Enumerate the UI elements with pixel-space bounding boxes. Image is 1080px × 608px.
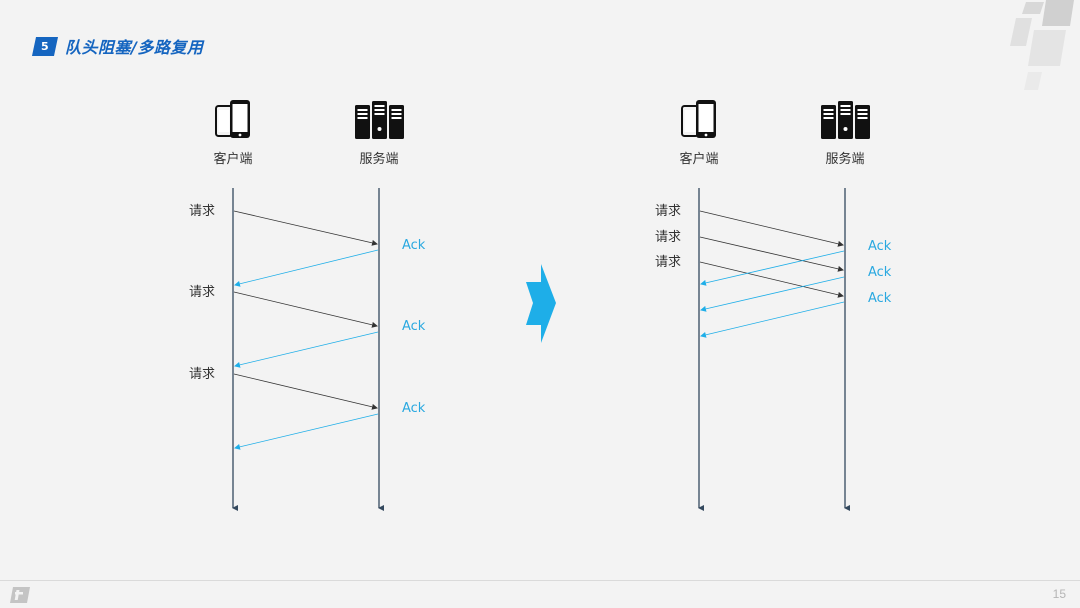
right-server-label: 服务端 <box>825 151 864 167</box>
left-request-label-1: 请求 <box>189 204 215 219</box>
right-ack-label-3: Ack <box>868 291 892 306</box>
right-ack-label-2: Ack <box>868 265 892 280</box>
right-ack-arrow-2 <box>700 276 845 312</box>
left-request-label-2: 请求 <box>189 285 215 300</box>
right-ack-arrow-3 <box>700 301 845 338</box>
client-phone-icon <box>215 99 251 139</box>
right-request-label-2: 请求 <box>655 230 681 245</box>
right-ack-label-1: Ack <box>868 239 892 254</box>
right-arrow-icon <box>526 264 556 343</box>
brand-logo-icon <box>10 587 30 603</box>
left-ack-label-1: Ack <box>402 238 426 253</box>
right-request-arrow-3 <box>699 261 844 298</box>
right-ack-arrow-1 <box>700 250 845 286</box>
left-ack-label-3: Ack <box>402 401 426 416</box>
right-request-label-1: 请求 <box>655 204 681 219</box>
left-request-arrow-1 <box>233 210 378 246</box>
left-request-arrow-2 <box>233 291 378 328</box>
left-diagram: 客户端 服务端 请求 Ack 请求 Ack 请求 Ack <box>189 99 426 511</box>
left-ack-arrow-1 <box>234 249 379 287</box>
client-phone-icon <box>681 99 717 139</box>
left-ack-label-2: Ack <box>402 319 426 334</box>
left-request-arrow-3 <box>233 373 378 410</box>
decorative-squares <box>1010 0 1074 90</box>
slide-title: 队头阻塞/多路复用 <box>65 38 204 57</box>
right-client-label: 客户端 <box>679 151 718 167</box>
server-rack-icon <box>355 101 404 139</box>
left-client-label: 客户端 <box>213 151 252 167</box>
page-number: 15 <box>1052 587 1066 601</box>
left-request-label-3: 请求 <box>189 367 215 382</box>
left-ack-arrow-2 <box>234 331 379 368</box>
right-request-arrow-1 <box>699 210 844 247</box>
left-server-label: 服务端 <box>359 151 398 167</box>
right-request-label-3: 请求 <box>655 255 681 270</box>
footer-divider <box>0 580 1080 581</box>
slide-header: 5 队头阻塞/多路复用 <box>31 34 204 58</box>
right-request-arrow-2 <box>699 236 844 272</box>
right-diagram: 客户端 服务端 请求 请求 请求 Ack Ack Ack <box>655 99 892 511</box>
server-rack-icon <box>821 101 870 139</box>
left-ack-arrow-3 <box>234 413 379 450</box>
